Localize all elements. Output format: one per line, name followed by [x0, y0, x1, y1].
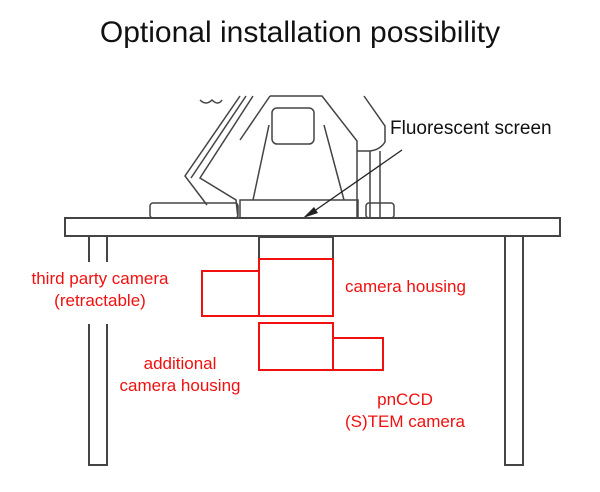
table [64, 217, 561, 466]
diagram-title: Optional installation possibility [99, 16, 501, 49]
additional-housing-box [258, 322, 334, 371]
label-line: third party camera [31, 269, 169, 288]
table-top [64, 217, 561, 237]
third-party-camera-label: third party camera (retractable) [10, 268, 190, 312]
label-line: (retractable) [54, 291, 146, 310]
microscope-column [149, 95, 395, 219]
camera-housing-box [258, 258, 334, 317]
table-leg-left [88, 237, 108, 466]
label-line: pnCCD [377, 390, 433, 409]
third-party-camera-box [201, 270, 260, 317]
pnccd-label: pnCCD (S)TEM camera [330, 389, 480, 433]
camera-housing-label: camera housing [345, 277, 466, 296]
fluorescent-screen-label: Fluorescent screen [390, 118, 552, 139]
pnccd-box [332, 337, 384, 371]
additional-housing-label: additional camera housing [110, 353, 250, 397]
label-line: (S)TEM camera [345, 412, 465, 431]
label-line: camera housing [119, 376, 241, 395]
table-leg-right [504, 237, 524, 466]
label-line: additional [143, 354, 217, 373]
fluorescent-screen-arrow [303, 149, 403, 218]
port-housing [258, 236, 334, 259]
